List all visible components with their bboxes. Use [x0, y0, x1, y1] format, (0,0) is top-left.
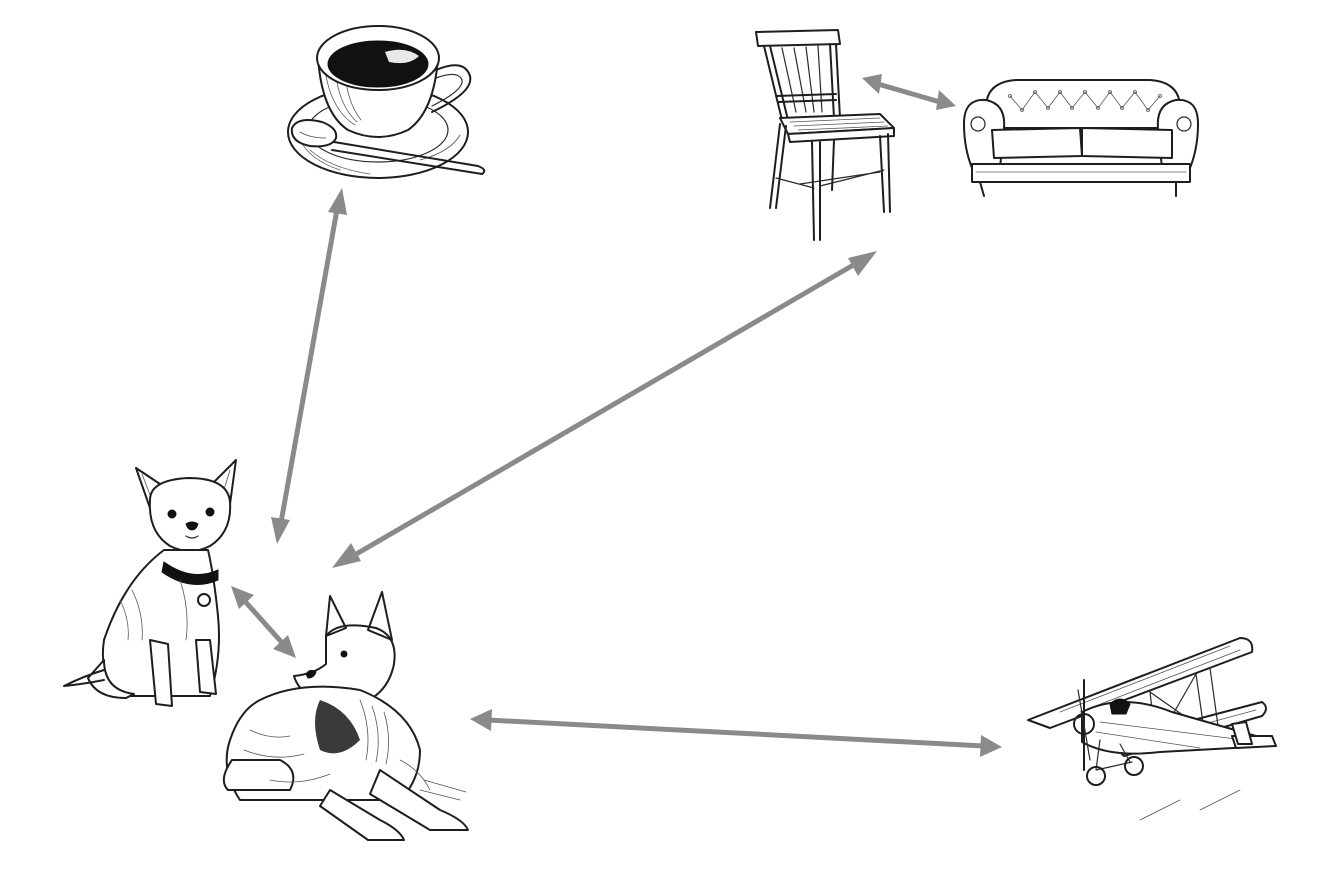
chihuahua-icon [64, 460, 236, 706]
arrow-coffee-german-shepherd [271, 188, 347, 544]
arrow-chair-german-shepherd [332, 251, 877, 568]
chair-icon [756, 30, 894, 240]
arrow-chihuahua-german-shepherd [231, 586, 296, 658]
arrow-chair-sofa [862, 74, 956, 110]
german-shepherd-icon [224, 592, 468, 840]
sofa-icon [964, 80, 1198, 196]
coffee-cup-icon [288, 26, 484, 178]
arrow-german-shepherd-biplane [470, 709, 1002, 757]
biplane-icon [1028, 638, 1276, 820]
